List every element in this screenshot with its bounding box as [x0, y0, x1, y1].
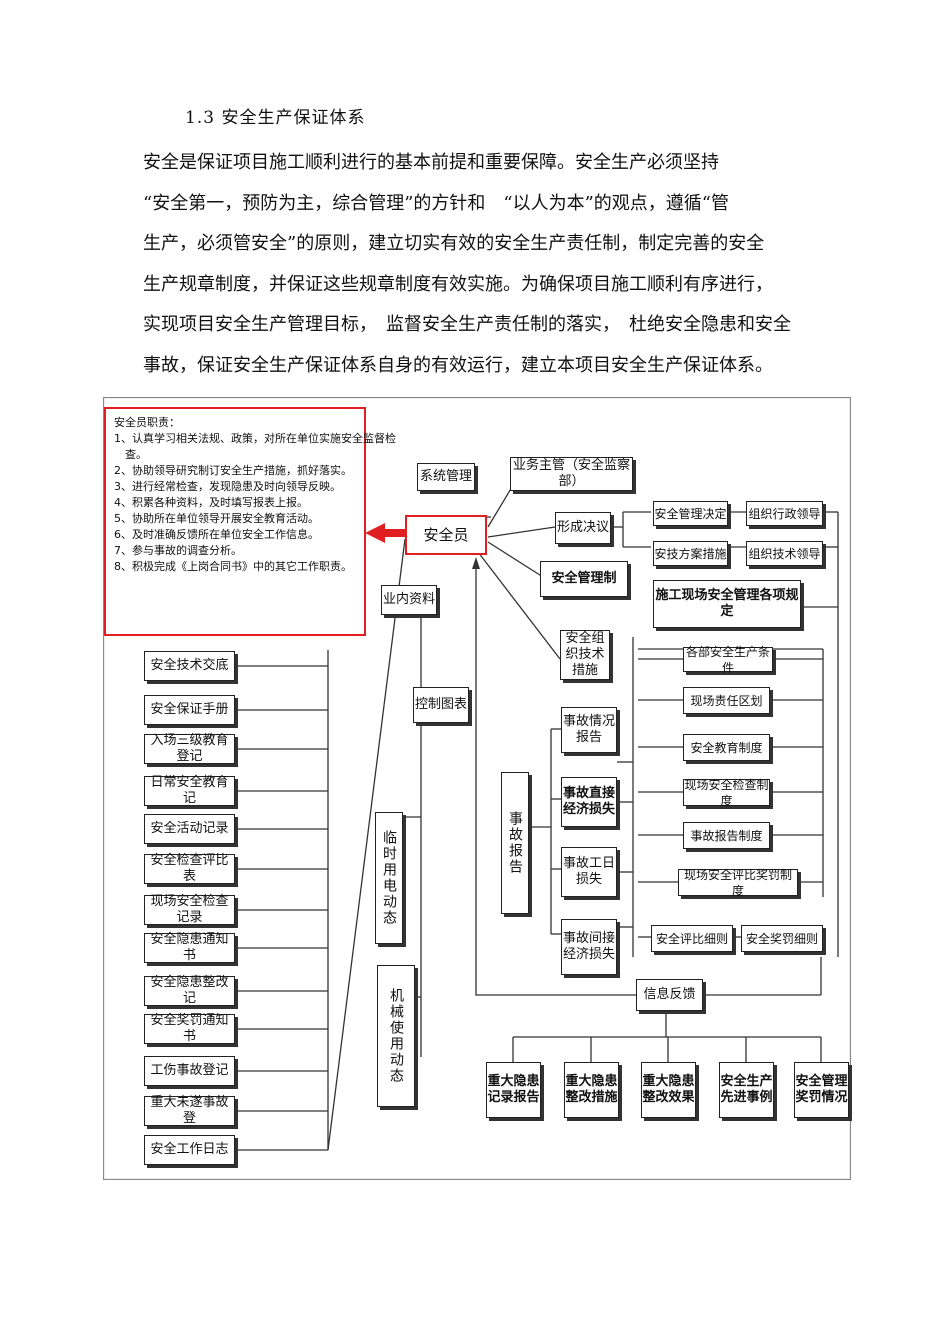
right-rule-item: 安全教育制度	[683, 734, 770, 761]
business-head-node: 业务主管（安全监察部）	[510, 457, 633, 491]
machinery-node: 机械使用动态	[377, 965, 415, 1107]
bottom-item: 安全管理奖罚情况	[794, 1062, 849, 1118]
temp-power-node: 临时用电动态	[375, 812, 403, 944]
safety-officer-node: 安全员	[405, 515, 487, 555]
exec-tech-node: 组织技术领导	[746, 541, 823, 566]
left-doc-item: 工伤事故登记	[144, 1056, 235, 1086]
duties-title: 安全员职责：	[114, 416, 180, 429]
org-measures-node: 安全组织技术措施	[560, 630, 610, 680]
info-feedback-node: 信息反馈	[636, 979, 703, 1011]
accident-situation-node: 事故情况报告	[561, 707, 617, 753]
left-doc-item: 安全保证手册	[144, 695, 235, 725]
duty-line: 1、认真学习相关法规、政策，对所在单位实施安全监督检	[114, 432, 396, 445]
duty-line: 8、积极完成《上岗合同书》中的其它工作职责。	[114, 560, 352, 573]
left-doc-item: 重大未遂事故登	[144, 1095, 235, 1126]
bottom-item: 重大隐患记录报告	[486, 1062, 541, 1118]
connector-lines	[103, 397, 851, 1180]
duty-line: 7、参与事故的调查分析。	[114, 544, 242, 557]
accident-report-node: 事故报告	[501, 772, 529, 914]
left-doc-item: 安全活动记录	[144, 814, 235, 844]
lost-workdays-node: 事故工日损失	[561, 847, 617, 897]
safety-management-node: 安全管理制	[540, 561, 628, 597]
section-heading: 1.3 安全生产保证体系	[185, 108, 366, 128]
accident-indirect-loss-node: 事故间接经济损失	[561, 919, 617, 975]
accident-direct-loss-node: 事故直接经济损失	[561, 777, 617, 827]
bottom-item: 重大隐患整改措施	[564, 1062, 619, 1118]
duty-line: 3、进行经常检查，发现隐患及时向领导反映。	[114, 480, 341, 493]
right-rule-item: 事故报告制度	[683, 822, 770, 849]
tech-measures-node: 安技方案措施	[653, 541, 728, 566]
right-rule-item: 现场安全检查制度	[683, 777, 770, 808]
reward-detail-node: 安全奖罚细则	[741, 925, 823, 952]
safety-officer-duties: 安全员职责： 1、认真学习相关法规、政策，对所在单位实施安全监督检 查。 2、协…	[104, 407, 396, 636]
left-doc-item: 日常安全教育记	[144, 775, 235, 806]
system-management-node: 系统管理	[417, 463, 475, 491]
duty-line: 查。	[114, 448, 147, 461]
paragraph-line: 实现项目安全生产管理目标， 监督安全生产责任制的落实， 杜绝安全隐患和安全	[143, 314, 791, 335]
left-doc-item: 入场三级教育登记	[144, 733, 235, 764]
safety-system-diagram: 安全员职责： 1、认真学习相关法规、政策，对所在单位实施安全监督检 查。 2、协…	[103, 397, 851, 1180]
evaluation-detail-node: 安全评比细则	[651, 925, 733, 952]
paragraph-line: 生产，必须管安全”的原则，建立切实有效的安全生产责任制，制定完善的安全	[143, 233, 765, 254]
left-doc-item: 安全奖罚通知书	[144, 1013, 235, 1044]
paragraph-line: 生产规章制度，并保证这些规章制度有效实施。为确保项目施工顺利有序进行，	[143, 273, 773, 295]
exec-admin-node: 组织行政领导	[746, 501, 823, 526]
internal-docs-node: 业内资料	[381, 585, 437, 615]
left-doc-item: 安全检查评比表	[144, 853, 235, 884]
intro-paragraph: 安全是保证项目施工顺利进行的基本前提和重要保障。安全生产必须坚持 “安全第一，预…	[143, 143, 818, 386]
left-doc-item: 安全隐患通知书	[144, 932, 235, 963]
paragraph-line: “安全第一，预防为主，综合管理”的方针和 “以人为本”的观点，遵循“管	[143, 192, 730, 214]
right-rule-item: 现场责任区划	[683, 687, 770, 714]
bottom-item: 安全生产先进事例	[719, 1062, 774, 1118]
paragraph-line: 事故，保证安全生产保证体系自身的有效运行，建立本项目安全生产保证体系。	[143, 354, 773, 376]
form-decision-node: 形成决议	[555, 512, 611, 544]
duty-line: 6、及时准确反馈所在单位安全工作信息。	[114, 528, 319, 541]
left-doc-item: 现场安全检查记录	[144, 894, 235, 925]
left-doc-item: 安全工作日志	[144, 1135, 235, 1165]
control-chart-node: 控制图表	[413, 687, 469, 723]
site-rules-node: 施工现场安全管理各项规定	[653, 580, 801, 628]
paragraph-line: 安全是保证项目施工顺利进行的基本前提和重要保障。安全生产必须坚持	[143, 152, 719, 173]
left-doc-item: 安全隐患整改记	[144, 975, 235, 1006]
duty-line: 5、协助所在单位领导开展安全教育活动。	[114, 512, 319, 525]
bottom-item: 重大隐患整改效果	[641, 1062, 696, 1118]
right-rule-item: 各部安全生产条件	[683, 645, 773, 675]
right-rule-item: 现场安全评比奖罚制度	[678, 868, 798, 898]
duty-line: 2、协助领导研究制订安全生产措施，抓好落实。	[114, 464, 352, 477]
duty-line: 4、积累各种资料，及时填写报表上报。	[114, 496, 308, 509]
safety-plan-node: 安全管理决定	[653, 501, 728, 526]
left-doc-item: 安全技术交底	[144, 651, 235, 681]
